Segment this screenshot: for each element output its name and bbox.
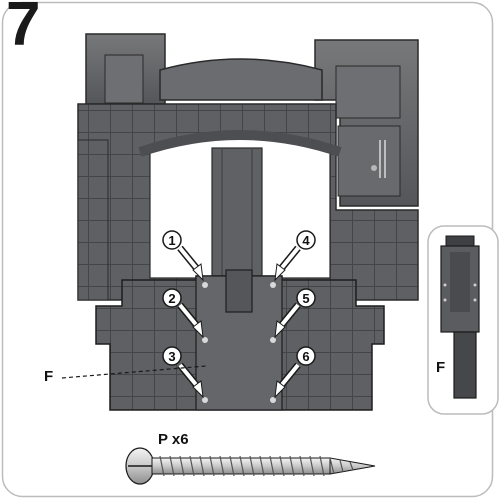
marker-4: 4 (296, 230, 316, 250)
marker-1: 1 (162, 230, 182, 250)
marker-arrow-6 (274, 362, 301, 399)
marker-1-number: 1 (168, 233, 175, 248)
marker-5: 5 (296, 288, 316, 308)
step-number: 7 (6, 0, 41, 59)
marker-arrow-3 (177, 362, 204, 399)
base-unit (77, 33, 419, 301)
screw-p-icon (125, 447, 376, 485)
screw-quantity-label: P x6 (158, 431, 189, 448)
detail-inset (427, 225, 499, 415)
part-f-plate (95, 269, 385, 411)
marker-arrow-5 (274, 302, 301, 339)
part-f-leader-line (61, 365, 207, 379)
part-f-label: F (44, 368, 54, 385)
marker-arrow-1 (177, 245, 204, 282)
marker-6: 6 (296, 346, 316, 366)
marker-arrow-2 (177, 302, 204, 339)
marker-4-number: 4 (302, 233, 310, 248)
detail-part-f-label: F (436, 359, 446, 376)
marker-5-number: 5 (302, 291, 309, 306)
marker-2-number: 2 (168, 291, 175, 306)
marker-arrow-4 (274, 245, 301, 282)
marker-6-number: 6 (302, 349, 309, 364)
marker-2: 2 (162, 288, 182, 308)
marker-3-number: 3 (168, 349, 175, 364)
marker-3: 3 (162, 346, 182, 366)
